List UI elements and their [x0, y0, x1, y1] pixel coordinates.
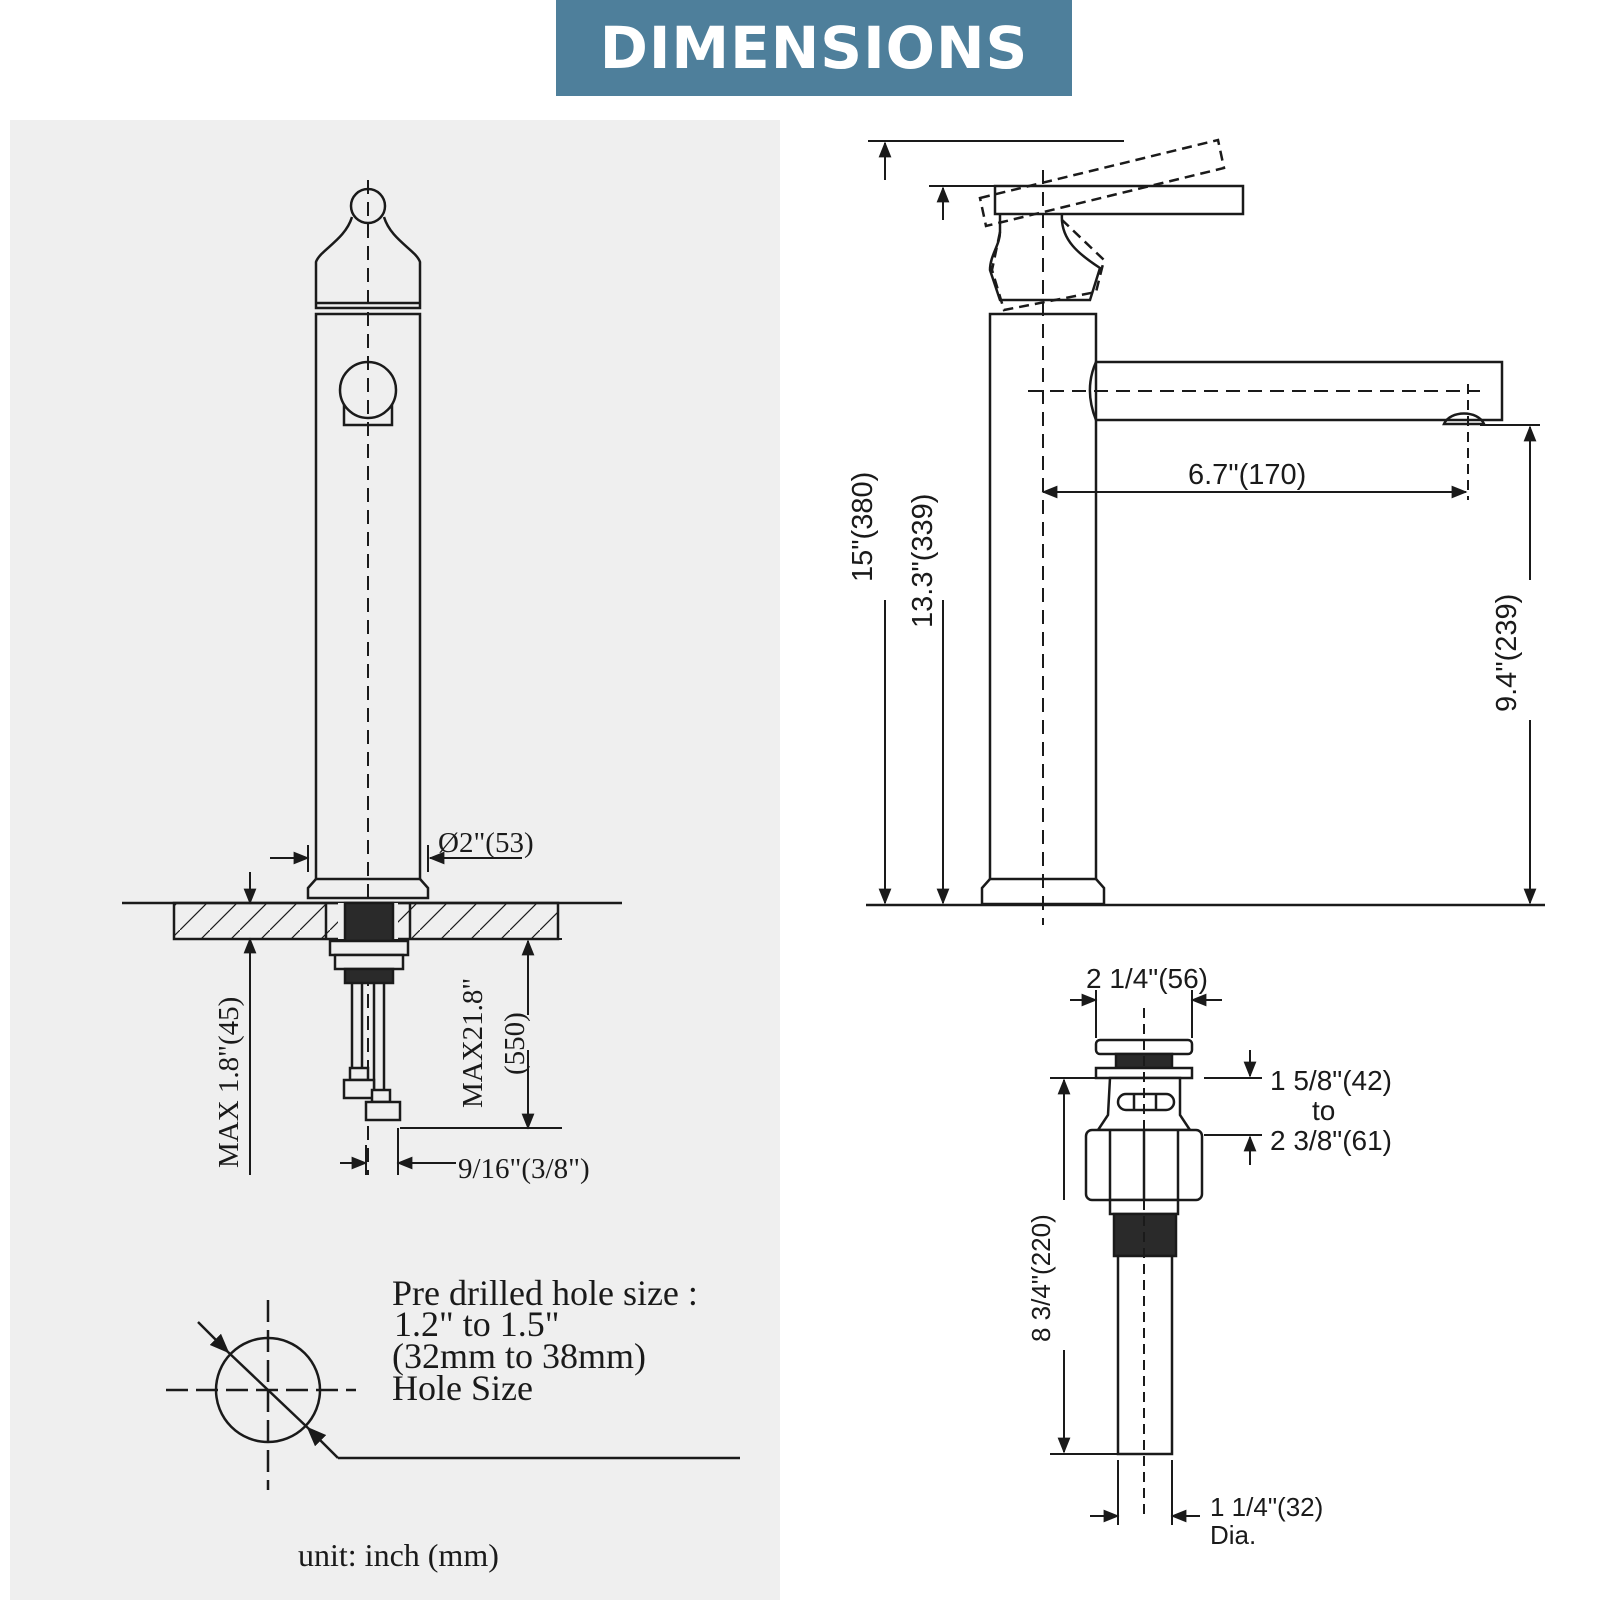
drain-dia-label-2: Dia.	[1210, 1520, 1256, 1550]
drain-range-label-1: 1 5/8"(42)	[1270, 1065, 1392, 1096]
drain-dia-label-1: 1 1/4"(32)	[1210, 1492, 1323, 1522]
left-panel	[10, 120, 780, 1600]
title-banner: DIMENSIONS	[556, 0, 1072, 96]
connector-label: 9/16"(3/8")	[458, 1153, 590, 1185]
hole-text-line4: Hole Size	[392, 1368, 533, 1408]
front-view-faucet	[978, 138, 1504, 925]
diameter-label: Ø2"(53)	[438, 827, 534, 859]
drain-assembly	[1084, 1008, 1204, 1520]
max-deck-label: MAX 1.8"(45)	[213, 997, 245, 1168]
body-height-label: 13.3"(339)	[907, 494, 939, 628]
hole-text-line3: (32mm to 38mm)	[392, 1336, 646, 1376]
max-hose-label-1: MAX21.8"	[457, 978, 489, 1108]
unit-label: unit: inch (mm)	[298, 1537, 499, 1573]
drain-length-label: 8 3/4"(220)	[1026, 1214, 1056, 1342]
drain-dimensions	[1050, 990, 1262, 1525]
total-height-label: 15"(380)	[847, 472, 879, 582]
spout-height-label: 9.4"(239)	[1491, 594, 1523, 712]
hole-text-line1: Pre drilled hole size :	[392, 1273, 698, 1313]
side-view-faucet	[306, 180, 430, 1175]
side-view-dimensions	[243, 845, 562, 1175]
hole-diagram	[166, 1300, 740, 1490]
front-view-dimensions	[866, 140, 1545, 907]
max-hose-label-2: (550)	[499, 1012, 531, 1075]
page-title: DIMENSIONS	[599, 14, 1029, 82]
spout-reach-label: 6.7"(170)	[1188, 459, 1306, 491]
drain-range-to: to	[1312, 1095, 1335, 1126]
drain-cap-width-label: 2 1/4"(56)	[1086, 963, 1208, 994]
shank-and-hoses	[328, 901, 410, 1122]
hole-text-line2: 1.2" to 1.5"	[394, 1304, 559, 1344]
drain-range-label-2: 2 3/8"(61)	[1270, 1125, 1392, 1156]
